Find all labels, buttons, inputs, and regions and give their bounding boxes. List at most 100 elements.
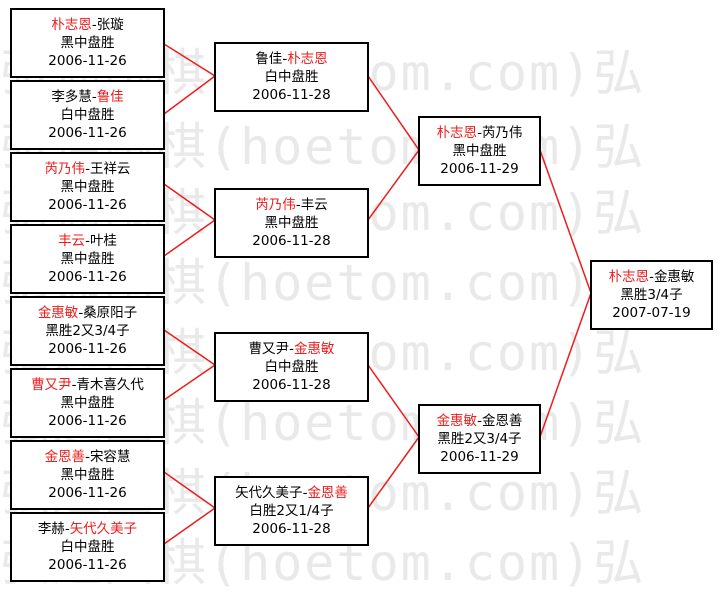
connector-r3-1 — [539, 149, 592, 294]
match-players: 李赫-矢代久美子 — [37, 521, 138, 537]
match-r1-1: 朴志恩-张璇 黑中盘胜 2006-11-26 — [10, 8, 165, 78]
player-2: 金恩善 — [307, 485, 348, 501]
connector-r1-2 — [163, 75, 216, 115]
match-r1-8: 李赫-矢代久美子 白中盘胜 2006-11-26 — [10, 512, 165, 582]
match-result: 黑中盘胜 — [60, 467, 115, 483]
match-players: 芮乃伟-丰云 — [255, 197, 328, 213]
match-date: 2006-11-26 — [48, 413, 127, 429]
match-r1-4: 丰云-叶桂 黑中盘胜 2006-11-26 — [10, 224, 165, 294]
match-players: 曹又尹-金惠敏 — [248, 341, 335, 357]
match-result: 白中盘胜 — [60, 107, 115, 123]
player-2: 桑原阳子 — [83, 305, 138, 321]
match-date: 2007-07-19 — [612, 305, 691, 321]
connector-r3-2 — [539, 292, 592, 438]
match-players: 鲁佳-朴志恩 — [255, 51, 328, 67]
player-2: 丰云 — [300, 197, 328, 213]
player-1: 朴志恩 — [608, 269, 650, 285]
match-result: 白中盘胜 — [60, 539, 115, 555]
player-1: 芮乃伟 — [44, 161, 86, 177]
player-1: 李多慧 — [51, 89, 92, 105]
connector-r1-8 — [163, 507, 216, 545]
match-r1-7: 金恩善-宋容慧 黑中盘胜 2006-11-26 — [10, 440, 165, 510]
connector-r1-4 — [163, 219, 216, 257]
match-r1-5: 金惠敏-桑原阳子 黑胜2又3/4子 2006-11-26 — [10, 296, 165, 366]
player-2: 青木喜久代 — [76, 377, 144, 393]
match-r3-1: 朴志恩-芮乃伟 黑中盘胜 2006-11-29 — [418, 116, 541, 186]
match-result: 黑胜2又3/4子 — [45, 323, 130, 339]
player-1: 芮乃伟 — [255, 197, 296, 213]
match-date: 2006-11-26 — [48, 125, 127, 141]
match-r2-4: 矢代久美子-金恩善 白胜2又1/4子 2006-11-28 — [214, 476, 369, 546]
match-players: 朴志恩-金惠敏 — [608, 269, 695, 285]
match-players: 丰云-叶桂 — [58, 233, 117, 249]
match-r2-1: 鲁佳-朴志恩 白中盘胜 2006-11-28 — [214, 42, 369, 112]
match-r2-2: 芮乃伟-丰云 黑中盘胜 2006-11-28 — [214, 188, 369, 258]
match-result: 黑中盘胜 — [60, 35, 115, 51]
connector-r1-6 — [163, 364, 216, 401]
player-2: 朴志恩 — [287, 51, 328, 67]
player-1: 金恩善 — [44, 449, 86, 465]
player-1: 金惠敏 — [436, 413, 478, 429]
match-players: 曹又尹-青木喜久代 — [31, 377, 144, 393]
match-r3-2: 金惠敏-金恩善 黑胜2又3/4子 2006-11-29 — [418, 404, 541, 474]
player-1: 曹又尹 — [31, 377, 72, 393]
player-2: 金恩善 — [481, 413, 523, 429]
match-result: 白中盘胜 — [264, 69, 319, 85]
player-1: 丰云 — [58, 233, 86, 249]
match-result: 黑胜2又3/4子 — [437, 431, 522, 447]
match-date: 2006-11-26 — [48, 269, 127, 285]
player-2: 金惠敏 — [653, 269, 695, 285]
connector-r2-1 — [367, 75, 420, 151]
connector-r1-7 — [163, 471, 216, 509]
connector-r1-5 — [163, 329, 216, 366]
player-2: 芮乃伟 — [481, 125, 523, 141]
match-result: 白胜2又1/4子 — [249, 503, 334, 519]
player-1: 鲁佳 — [255, 51, 283, 67]
player-2: 金惠敏 — [293, 341, 335, 357]
match-result: 黑中盘胜 — [60, 251, 115, 267]
match-r1-3: 芮乃伟-王祥云 黑中盘胜 2006-11-26 — [10, 152, 165, 222]
player-1: 朴志恩 — [51, 17, 92, 33]
match-date: 2006-11-28 — [252, 521, 331, 537]
match-r2-3: 曹又尹-金惠敏 白中盘胜 2006-11-28 — [214, 332, 369, 402]
match-players: 金恩善-宋容慧 — [44, 449, 131, 465]
connector-r2-3 — [367, 364, 420, 438]
match-result: 黑胜3/4子 — [620, 287, 683, 303]
match-players: 矢代久美子-金恩善 — [235, 485, 348, 501]
match-date: 2006-11-28 — [252, 377, 331, 393]
player-1: 李赫 — [37, 521, 65, 537]
player-2: 宋容慧 — [89, 449, 131, 465]
match-date: 2006-11-26 — [48, 197, 127, 213]
connector-r1-3 — [163, 183, 216, 221]
match-result: 黑中盘胜 — [452, 143, 507, 159]
match-players: 朴志恩-张璇 — [51, 17, 124, 33]
match-result: 黑中盘胜 — [60, 395, 115, 411]
match-players: 金惠敏-桑原阳子 — [37, 305, 138, 321]
player-1: 朴志恩 — [436, 125, 478, 141]
player-2: 叶桂 — [89, 233, 117, 249]
match-date: 2006-11-26 — [48, 485, 127, 501]
connector-r1-1 — [163, 43, 216, 77]
match-date: 2006-11-26 — [48, 557, 127, 573]
connector-r2-2 — [367, 149, 420, 221]
match-result: 白中盘胜 — [264, 359, 319, 375]
player-1: 金惠敏 — [37, 305, 79, 321]
match-result: 黑中盘胜 — [264, 215, 319, 231]
match-date: 2006-11-28 — [252, 87, 331, 103]
player-1: 曹又尹 — [248, 341, 290, 357]
player-2: 鲁佳 — [96, 89, 124, 105]
match-date: 2006-11-28 — [252, 233, 331, 249]
match-date: 2006-11-29 — [440, 449, 519, 465]
match-date: 2006-11-29 — [440, 161, 519, 177]
match-players: 金惠敏-金恩善 — [436, 413, 523, 429]
match-players: 朴志恩-芮乃伟 — [436, 125, 523, 141]
match-r1-6: 曹又尹-青木喜久代 黑中盘胜 2006-11-26 — [10, 368, 165, 438]
match-players: 李多慧-鲁佳 — [51, 89, 124, 105]
player-2: 矢代久美子 — [69, 521, 138, 537]
connector-r2-4 — [367, 436, 420, 509]
player-1: 矢代久美子 — [235, 485, 303, 501]
match-date: 2006-11-26 — [48, 53, 127, 69]
match-date: 2006-11-26 — [48, 341, 127, 357]
match-r1-2: 李多慧-鲁佳 白中盘胜 2006-11-26 — [10, 80, 165, 150]
